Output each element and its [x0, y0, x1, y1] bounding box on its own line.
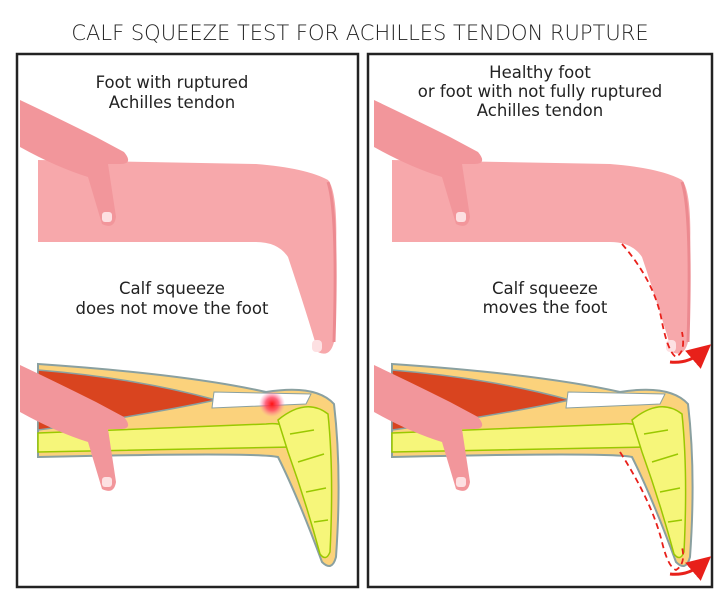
panel-heading-line: Healthy foot [489, 63, 591, 82]
movement-arrow-icon [669, 556, 712, 581]
movement-path [619, 451, 685, 571]
panel-heading-line: or foot with not fully ruptured [418, 82, 663, 101]
panel-healthy: Healthy foot or foot with not fully rupt… [366, 52, 714, 589]
rupture-marker [259, 391, 285, 417]
movement-path [621, 243, 685, 359]
movement-arrow-icon [669, 344, 712, 369]
page-title: CALF SQUEEZE TEST FOR ACHILLES TENDON RU… [71, 21, 648, 45]
panel-ruptured: Foot with ruptured Achilles tendon Calf … [15, 52, 360, 589]
panel-heading-line: Achilles tendon [477, 101, 603, 120]
panel-heading-line: Achilles tendon [109, 93, 235, 112]
panel-heading-line: Foot with ruptured [96, 73, 249, 92]
panel-result-line: Calf squeeze [492, 279, 598, 298]
panel-result-line: does not move the foot [76, 299, 269, 318]
panel-result-line: Calf squeeze [119, 279, 225, 298]
panel-result-line: moves the foot [483, 298, 608, 317]
